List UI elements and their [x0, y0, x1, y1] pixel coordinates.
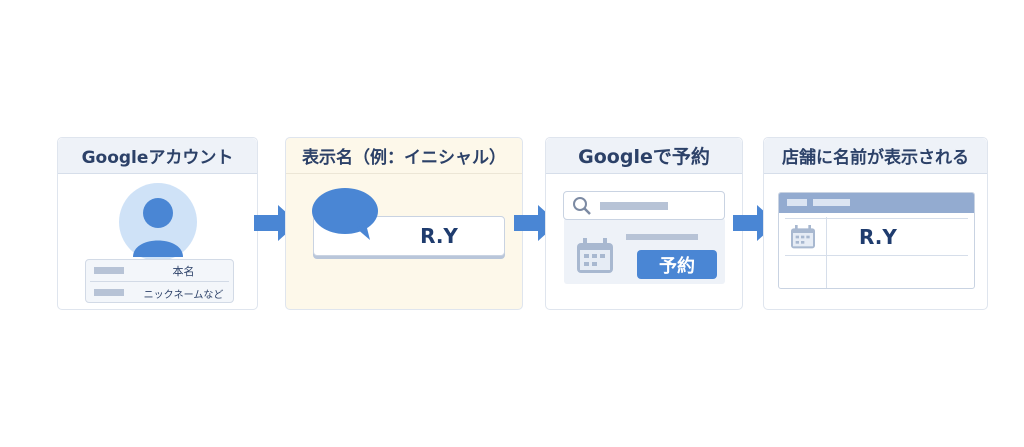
display-name-field: R.Y: [313, 216, 505, 256]
step-google-booking: Googleで予約 予約: [545, 137, 743, 310]
column-divider: [826, 217, 827, 288]
step-title: 表示名（例：イニシャル）: [286, 138, 522, 174]
calendar-icon: [577, 238, 613, 273]
search-placeholder-bar: [600, 202, 668, 210]
calendar-icon: [791, 225, 815, 249]
placeholder-bar: [94, 267, 124, 274]
step-display-name: 表示名（例：イニシャル） R.Y: [285, 137, 523, 310]
step-shop-display: 店舗に名前が表示される R.Y: [763, 137, 988, 310]
search-icon: [573, 197, 591, 215]
speech-bubble-icon: [312, 188, 378, 240]
shop-schedule-window: R.Y: [778, 192, 975, 289]
placeholder-bar: [626, 234, 698, 240]
real-name-label: 本名: [172, 265, 195, 278]
row-divider: [785, 255, 968, 256]
placeholder-bar: [94, 289, 124, 296]
step-title: Googleアカウント: [58, 138, 257, 174]
name-table: 本名 ニックネームなど: [85, 259, 234, 303]
window-titlebar: [779, 193, 974, 213]
step-title: Googleで予約: [546, 138, 742, 174]
search-input[interactable]: [563, 191, 725, 220]
avatar-icon: [119, 183, 197, 261]
reserve-button[interactable]: 予約: [637, 250, 717, 279]
customer-name: R.Y: [859, 225, 897, 249]
row-divider: [785, 218, 968, 219]
titlebar-tab: [787, 199, 807, 206]
titlebar-tab: [813, 199, 850, 206]
divider: [90, 281, 229, 282]
nickname-label: ニックネームなど: [143, 290, 224, 301]
step-title: 店舗に名前が表示される: [764, 138, 987, 174]
step-google-account: Googleアカウント 本名 ニックネームなど: [57, 137, 258, 310]
